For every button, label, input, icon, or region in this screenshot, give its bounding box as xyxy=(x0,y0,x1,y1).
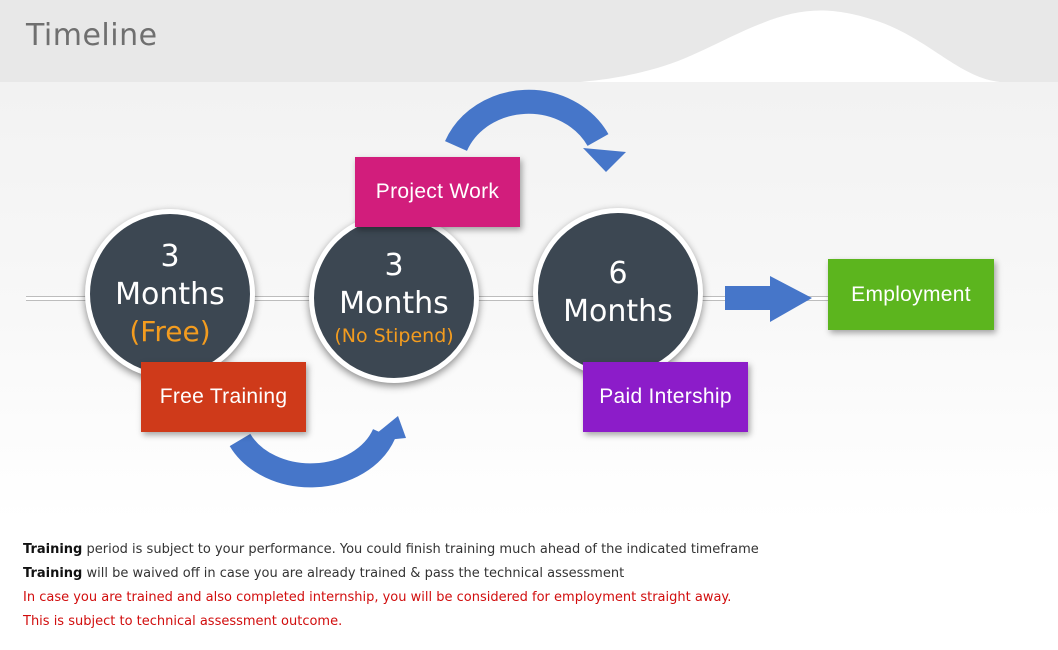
note-item: Training period is subject to your perfo… xyxy=(23,538,1033,562)
note-text: period is subject to your performance. Y… xyxy=(82,542,759,557)
stage-3-unit: Months xyxy=(563,294,673,329)
arrowhead-icon xyxy=(583,148,626,172)
stage-3-circle: 6 Months xyxy=(533,208,703,378)
stage-1-note: (Free) xyxy=(129,315,211,348)
header-band xyxy=(0,0,1058,82)
employment-label: Employment xyxy=(828,259,994,330)
notes-list: Training period is subject to your perfo… xyxy=(23,538,1033,634)
stage-3-number: 6 xyxy=(608,256,628,291)
stage-1-circle: 3 Months (Free) xyxy=(85,209,255,379)
curved-arrow-icon xyxy=(229,428,395,488)
straight-arrow-shaft xyxy=(725,286,773,310)
stage-2-note: (No Stipend) xyxy=(334,325,454,347)
note-bold: Training xyxy=(23,542,83,557)
stage-1-number: 3 xyxy=(160,239,180,274)
note-item: Training will be waived off in case you … xyxy=(23,562,1033,586)
stage-1-unit: Months xyxy=(115,277,225,312)
arrowhead-icon xyxy=(770,276,812,322)
paid-internship-label: Paid Intership xyxy=(583,362,748,432)
note-text: will be waived off in case you are alrea… xyxy=(82,566,625,581)
note-text: In case you are trained and also complet… xyxy=(23,590,732,605)
note-bold: Training xyxy=(23,566,83,581)
free-training-label: Free Training xyxy=(141,362,306,432)
arrowhead-icon xyxy=(366,416,406,442)
note-text: This is subject to technical assessment … xyxy=(23,614,343,629)
project-work-label: Project Work xyxy=(355,157,520,227)
stage-2-unit: Months xyxy=(339,286,449,321)
curved-arrow-icon xyxy=(445,89,609,152)
page-title: Timeline xyxy=(26,18,158,53)
stage-2-number: 3 xyxy=(384,248,404,283)
note-item: This is subject to technical assessment … xyxy=(23,610,1033,634)
stage-2-circle: 3 Months (No Stipend) xyxy=(309,213,479,383)
note-item: In case you are trained and also complet… xyxy=(23,586,1033,610)
